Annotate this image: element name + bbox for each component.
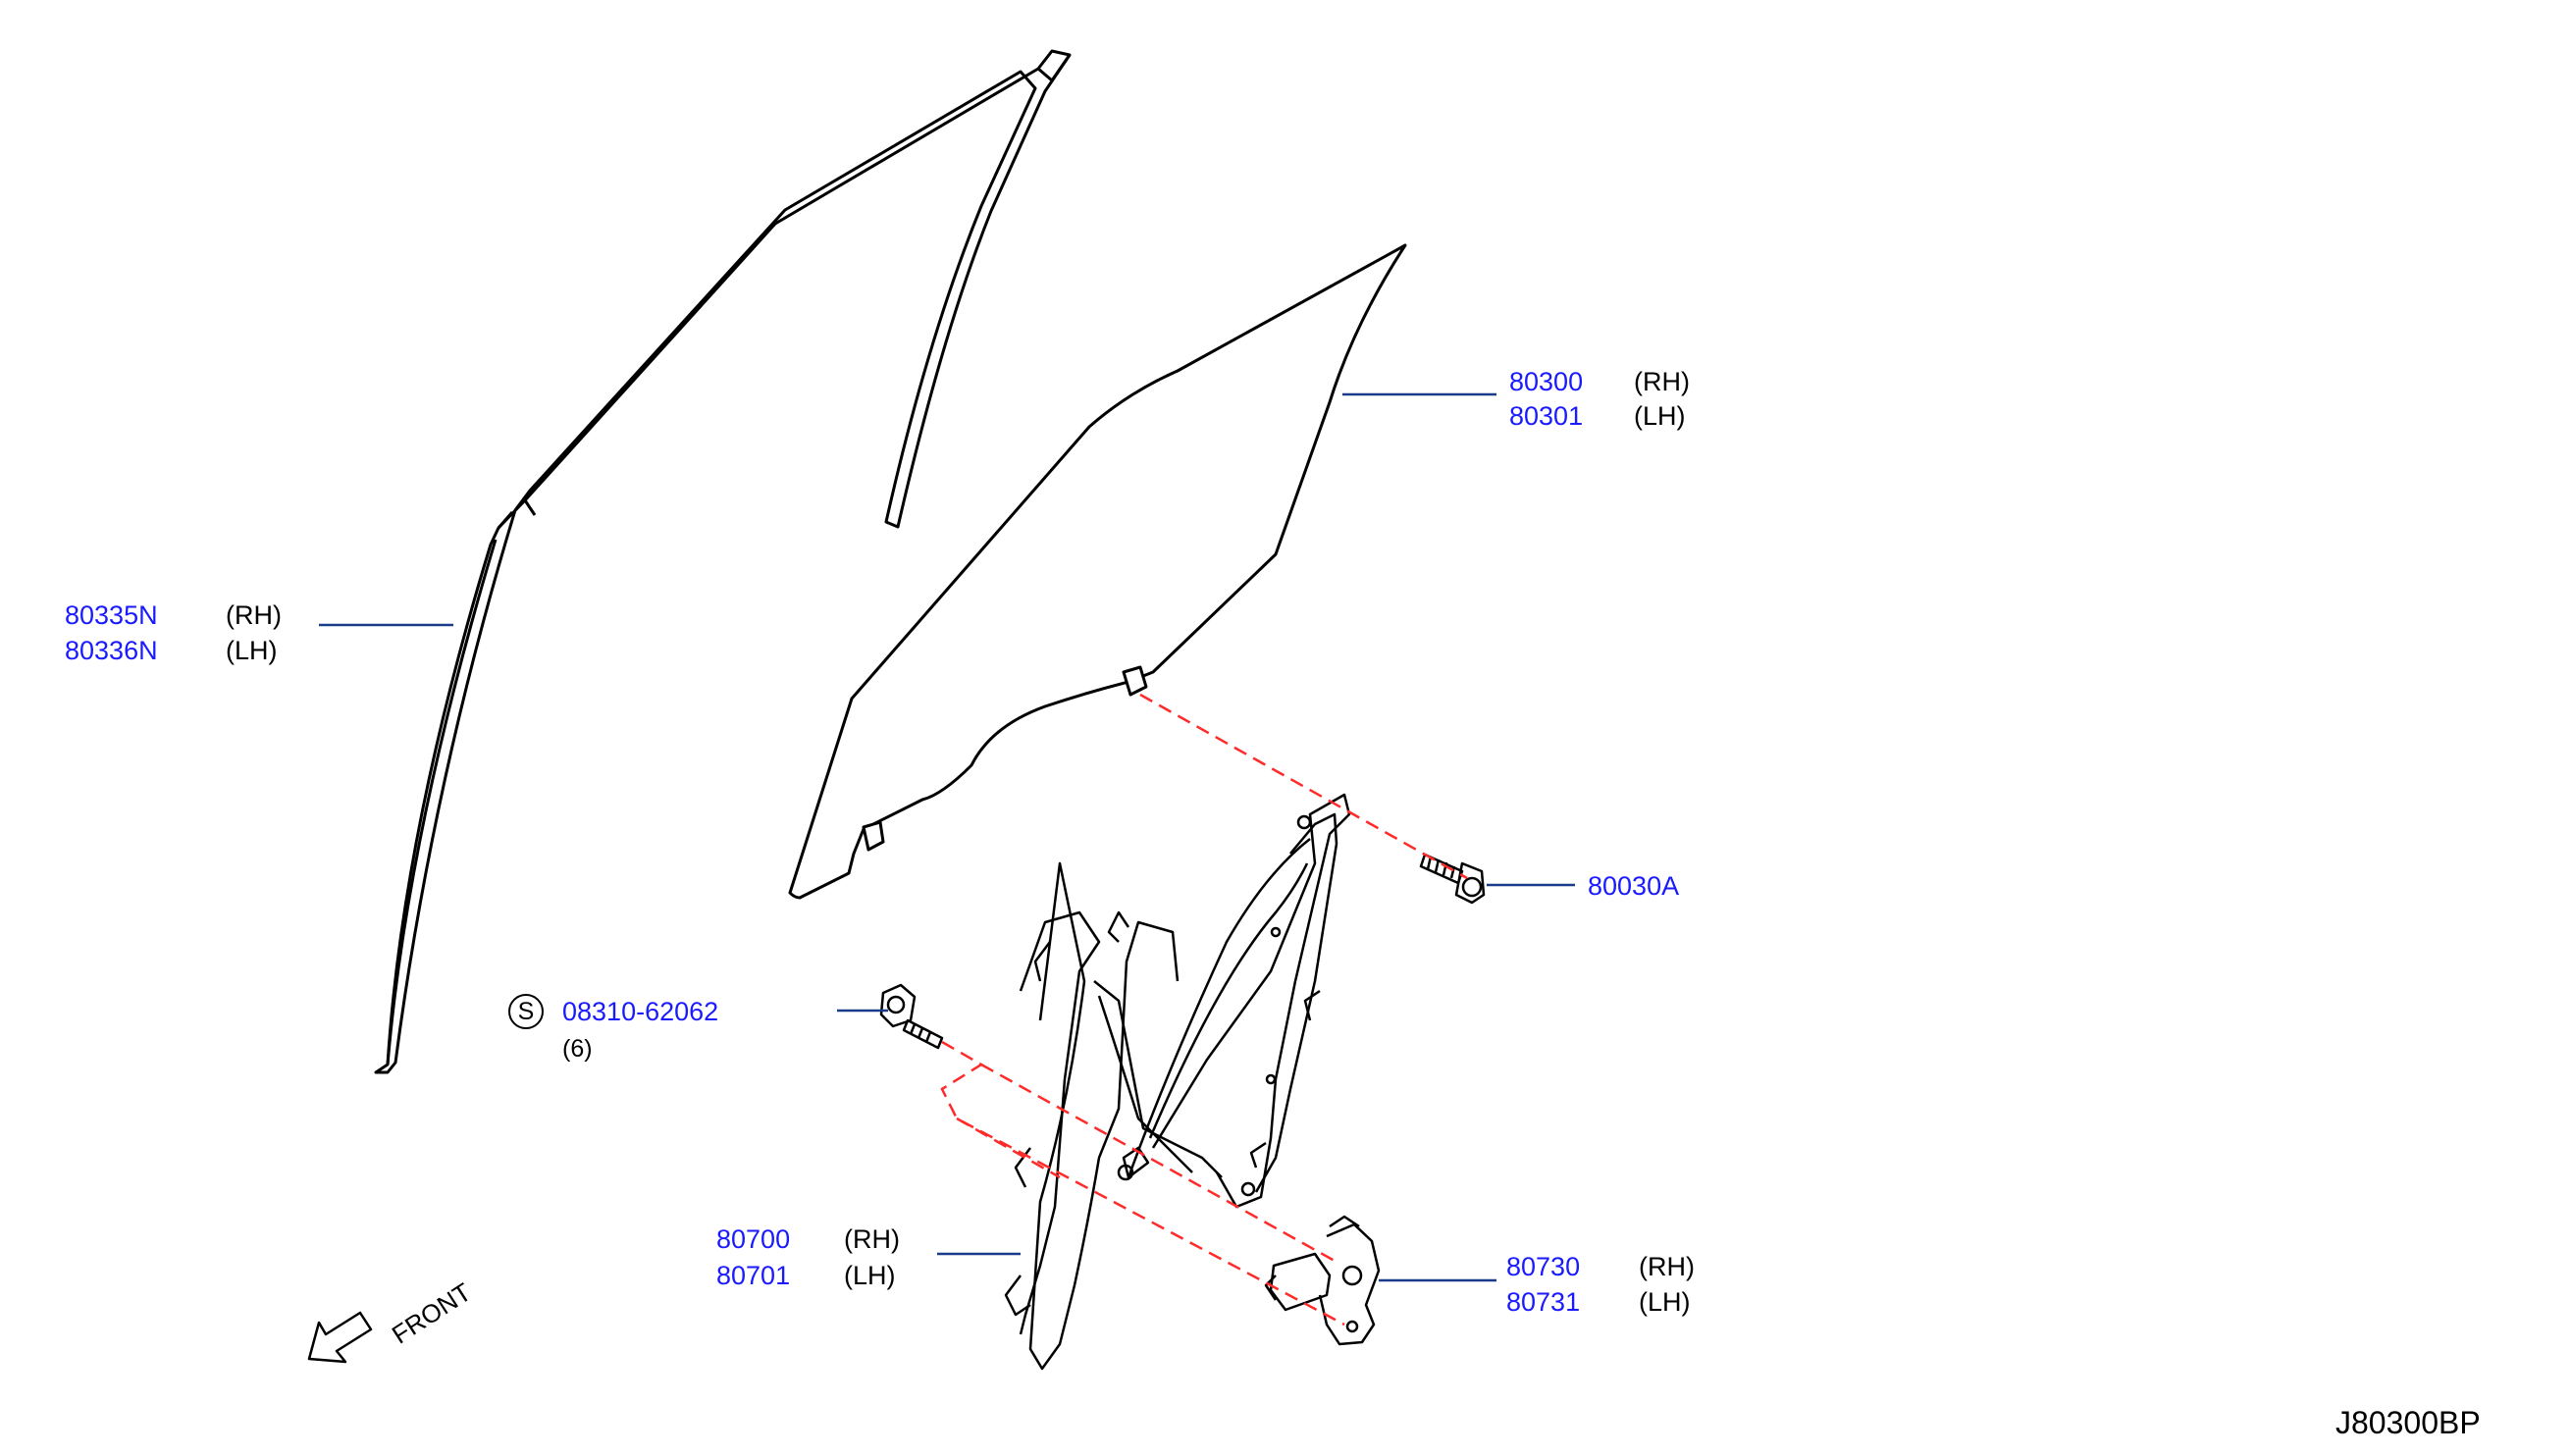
sash-rh-side-label: (RH) [226,600,282,630]
regulator-lh-side-label: (LH) [844,1261,896,1290]
door-glass [788,243,1407,900]
glass-rh-part-number: 80300 [1509,367,1584,396]
glass-bolt-part-number: 80030A [1588,871,1680,901]
door-sash-channel [374,49,1072,1074]
sash-lh-part-number: 80336N [65,636,158,665]
dashed-guide-lines [940,693,1468,1326]
window-regulator [1004,793,1351,1371]
motor-rh-part-number: 80730 [1506,1252,1581,1281]
glass-lh-side-label: (LH) [1634,401,1686,431]
front-arrow-icon [307,1311,373,1364]
motor-lh-part-number: 80731 [1506,1287,1581,1317]
leader-lines [319,392,1575,1282]
sash-lh-side-label: (LH) [226,636,278,665]
motor-rh-side-label: (RH) [1639,1252,1695,1281]
regulator-motor [1264,1215,1381,1346]
regulator-bolt-quantity: (6) [562,1035,593,1063]
regulator-lh-part-number: 80701 [716,1261,791,1290]
glass-lh-part-number: 80301 [1509,401,1584,431]
regulator-rh-side-label: (RH) [844,1224,900,1254]
glass-bolt [1419,853,1486,905]
regulator-bolt-part-number: 08310-62062 [562,997,719,1026]
motor-lh-side-label: (LH) [1639,1287,1691,1317]
sash-rh-part-number: 80335N [65,600,158,630]
regulator-bolt [879,983,944,1050]
standard-part-symbol: S [508,994,544,1029]
regulator-rh-part-number: 80700 [716,1224,791,1254]
diagram-code: J80300BP [2335,1405,2481,1440]
glass-rh-side-label: (RH) [1634,367,1690,396]
